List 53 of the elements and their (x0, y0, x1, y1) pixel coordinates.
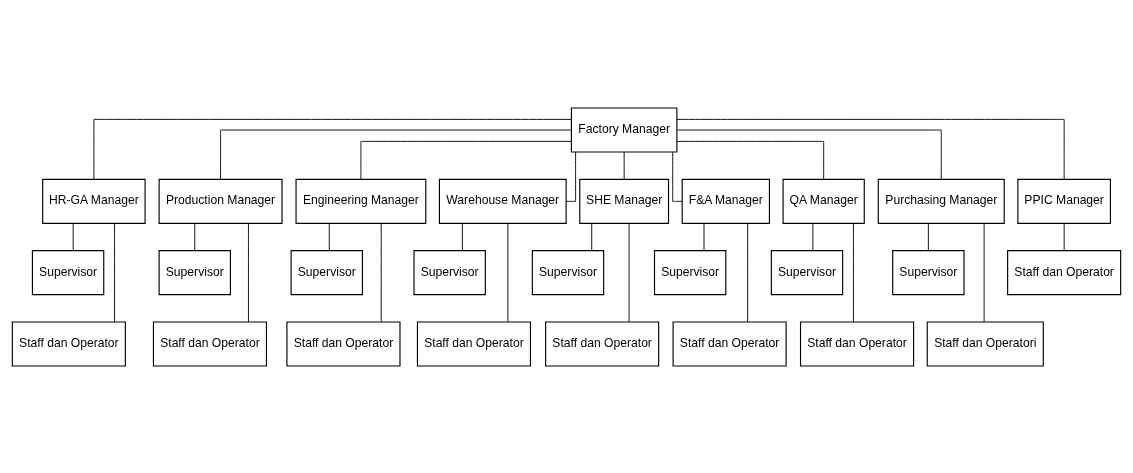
connector (628, 222, 630, 322)
connector (927, 222, 929, 251)
node-box: Staff dan Operator (799, 320, 915, 367)
connector (747, 222, 749, 322)
node-box: Engineering Manager (295, 178, 427, 224)
node-box: Supervisor (892, 249, 965, 295)
connector (220, 129, 572, 180)
connector (623, 151, 625, 180)
node-box: F&A Manager (681, 178, 770, 224)
node-box: Supervisor (290, 249, 363, 295)
connector (93, 118, 572, 180)
node-box: Factory Manager (570, 106, 678, 153)
connector (812, 222, 814, 251)
connector (676, 140, 825, 179)
node-box: Staff dan Operator (1007, 249, 1122, 295)
node-box: Supervisor (158, 249, 231, 295)
connector (461, 222, 463, 251)
connector (72, 222, 74, 251)
node-box: Production Manager (158, 178, 283, 224)
connector (248, 222, 249, 322)
node-box: Supervisor (531, 249, 605, 295)
node-box: Purchasing Manager (877, 178, 1005, 224)
node-box: Supervisor (413, 249, 486, 295)
connector (507, 222, 509, 322)
connector (380, 222, 382, 322)
connector (672, 151, 683, 202)
connector (853, 222, 854, 322)
node-box: HR-GA Manager (42, 178, 146, 224)
node-box: Staff dan Operator (545, 320, 660, 367)
node-box: Staff dan Operatori (926, 320, 1044, 367)
node-box: Staff dan Operator (416, 320, 532, 367)
connector (114, 222, 115, 322)
node-box: SHE Manager (579, 178, 670, 224)
node-box: Staff dan Operator (152, 320, 268, 367)
connector (1063, 222, 1065, 251)
node-box: Supervisor (770, 249, 844, 295)
connector (703, 222, 705, 251)
connector (328, 222, 330, 251)
node-box: Staff dan Operator (11, 320, 126, 367)
node-box: Supervisor (653, 249, 727, 295)
connector (676, 118, 1065, 180)
connector (360, 140, 572, 179)
node-box: Staff dan Operator (672, 320, 787, 367)
node-box: Warehouse Manager (438, 178, 567, 224)
node-box: QA Manager (782, 178, 865, 224)
connector (676, 129, 942, 180)
connector (565, 151, 577, 202)
connector (194, 222, 196, 251)
node-box: Staff dan Operator (286, 320, 401, 367)
node-box: Supervisor (31, 249, 105, 295)
connector (983, 222, 985, 322)
node-box: PPIC Manager (1017, 178, 1111, 224)
connector (591, 222, 593, 251)
